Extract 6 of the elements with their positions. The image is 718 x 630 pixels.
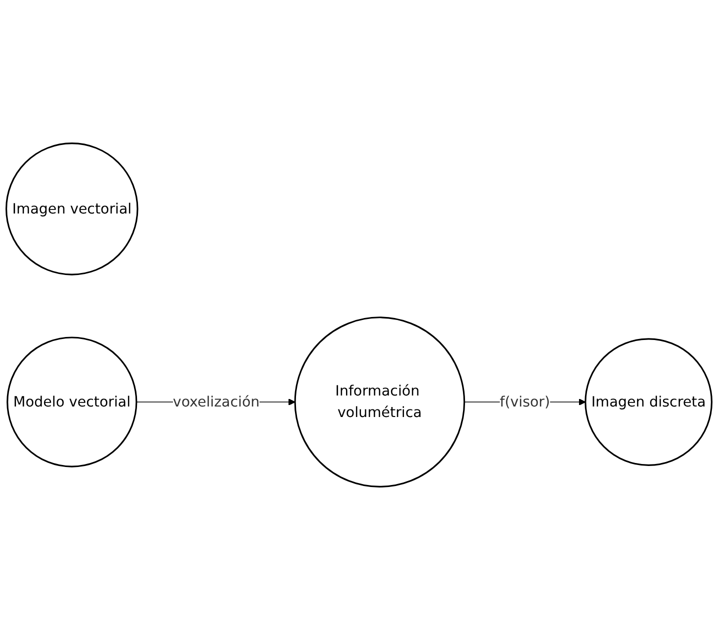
node-circle: Información volumétrica (294, 316, 466, 488)
node-circle: Modelo vectorial (6, 336, 138, 468)
node-circle: Imagen vectorial (6, 142, 138, 276)
edge-label: voxelización (172, 394, 260, 410)
node-circle: Imagen discreta (584, 338, 712, 466)
edge-label: f(visor) (500, 394, 550, 410)
